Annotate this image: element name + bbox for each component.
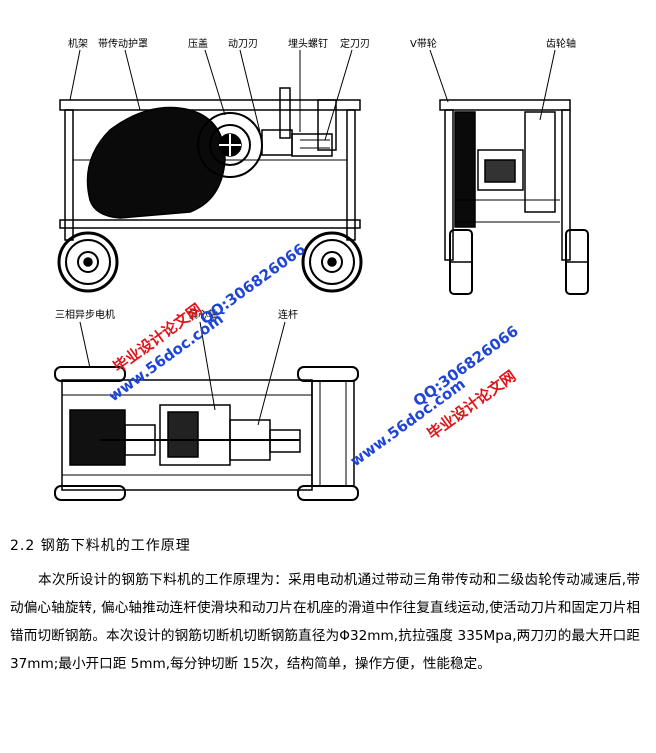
side-view-labels: V带轮 齿轮轴 — [410, 37, 576, 50]
top-view-labels: 三相异步电机 偏心轴 连杆 — [55, 308, 298, 321]
label-v-pulley: V带轮 — [410, 37, 437, 50]
section-body: 本次所设计的钢筋下料机的工作原理为：采用电动机通过带动三角带传动和二级齿轮传动减… — [10, 572, 640, 672]
label-gear-shaft: 齿轮轴 — [546, 37, 576, 50]
label-eccentric-shaft: 偏心轴 — [188, 308, 218, 321]
label-frame: 机架 — [68, 37, 88, 50]
machine-drawing: 机架 带传动护罩 压盖 动刀刃 埋头螺钉 定刀刃 V带轮 齿轮轴 — [54, 37, 589, 501]
label-cover: 压盖 — [188, 37, 208, 50]
top-view — [54, 321, 359, 501]
label-fixed-blade: 定刀刃 — [340, 37, 370, 50]
section-heading: 2.2 钢筋下料机的工作原理 — [10, 538, 191, 554]
front-view-labels: 机架 带传动护罩 压盖 动刀刃 埋头螺钉 定刀刃 — [68, 37, 370, 50]
side-view — [429, 49, 589, 295]
front-view — [57, 49, 363, 293]
label-countersunk-screw: 埋头螺钉 — [288, 38, 328, 50]
watermark-right: QQ:306826066 www.56doc.com 毕业设计论文网 — [347, 322, 522, 470]
label-connecting-rod: 连杆 — [278, 308, 298, 321]
label-belt-guard: 带传动护罩 — [98, 37, 148, 50]
label-motor: 三相异步电机 — [55, 308, 115, 321]
label-moving-blade: 动刀刃 — [228, 38, 258, 50]
